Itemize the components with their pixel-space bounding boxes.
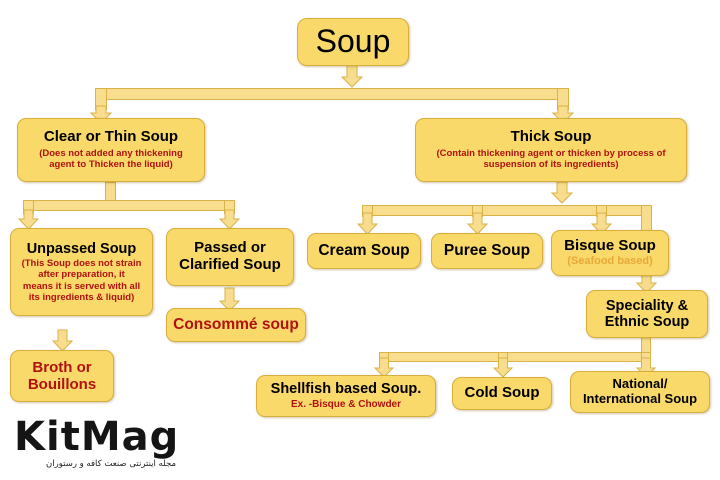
kitmag-tagline: مجله اینترنتی صنعت کافه و رستوران	[46, 459, 176, 469]
node-cold-soup-title: Cold Soup	[464, 384, 540, 402]
node-clear-or-thin-soup[interactable]: Clear or Thin Soup (Does not added any t…	[17, 118, 205, 182]
node-soup-title: Soup	[315, 23, 391, 60]
node-cold-soup[interactable]: Cold Soup	[452, 377, 552, 410]
node-cream-soup-title: Cream Soup	[318, 242, 410, 260]
node-passed-or-clarified-soup[interactable]: Passed or Clarified Soup	[166, 228, 294, 286]
node-thick-soup-title: Thick Soup	[510, 128, 592, 146]
node-unpassed-soup-note-4: its ingredients & liquid)	[28, 291, 135, 303]
node-consomme-soup[interactable]: Consommé soup	[166, 308, 306, 342]
node-speciality-ethnic-soup[interactable]: Speciality & Ethnic Soup	[586, 290, 708, 338]
node-national-international-soup-title-1: National/	[612, 376, 668, 392]
arrow-to-consomme	[218, 287, 241, 312]
arrow-to-cream	[356, 212, 379, 235]
kitmag-wordmark: KitMag	[14, 414, 180, 460]
node-consomme-soup-title: Consommé soup	[173, 316, 299, 334]
node-national-international-soup[interactable]: National/ International Soup	[570, 371, 710, 413]
node-shellfish-based-soup-note: Ex. -Bisque & Chowder	[290, 398, 401, 410]
node-thick-soup[interactable]: Thick Soup (Contain thickening agent or …	[415, 118, 687, 182]
arrow-to-cold	[492, 357, 514, 378]
node-unpassed-soup-note-3: means it is served with all	[22, 280, 141, 292]
connector-bar-level1	[95, 88, 569, 100]
node-clear-or-thin-soup-note-2: agent to Thicken the liquid)	[49, 159, 173, 171]
node-passed-or-clarified-soup-title-2: Clarified Soup	[179, 256, 281, 273]
arrow-to-puree	[466, 212, 489, 235]
node-soup[interactable]: Soup	[297, 18, 409, 66]
kitmag-logo: KitMag مجله اینترنتی صنعت کافه و رستوران	[14, 416, 204, 474]
node-unpassed-soup-note-1: (This Soup does not strain	[21, 258, 142, 270]
arrow-to-shellfish	[373, 357, 395, 378]
node-passed-or-clarified-soup-title-1: Passed or	[194, 239, 266, 257]
node-thick-soup-note-1: (Contain thickening agent or thicken by …	[436, 148, 666, 160]
node-bisque-soup-note: (Seafood based)	[567, 255, 653, 268]
arrow-soup-down	[340, 63, 364, 88]
arrow-to-unpassed	[17, 209, 40, 230]
connector-bar-speciality-children	[379, 352, 651, 362]
node-clear-or-thin-soup-note-1: (Does not added any thickening	[39, 148, 183, 160]
node-broth-or-bouillons[interactable]: Broth or Bouillons	[10, 350, 114, 402]
arrow-to-broth	[51, 329, 74, 352]
node-unpassed-soup-title: Unpassed Soup	[26, 240, 137, 257]
node-bisque-soup[interactable]: Bisque Soup (Seafood based)	[551, 230, 669, 276]
connector-stem-clear-thin-children	[105, 182, 116, 202]
arrow-to-bisque	[590, 212, 613, 235]
connector-stem-speciality-children	[641, 337, 651, 353]
node-shellfish-based-soup[interactable]: Shellfish based Soup. Ex. -Bisque & Chow…	[256, 375, 436, 417]
node-puree-soup-title: Puree Soup	[443, 242, 531, 260]
node-thick-soup-note-2: suspension of its ingredients)	[483, 159, 619, 171]
node-broth-or-bouillons-title-2: Bouillons	[27, 376, 97, 393]
node-speciality-ethnic-soup-title-2: Ethnic Soup	[604, 314, 690, 330]
connector-bar-clear-thin-children	[23, 200, 235, 211]
node-speciality-ethnic-soup-title-1: Speciality &	[605, 297, 689, 314]
node-shellfish-based-soup-title: Shellfish based Soup.	[270, 381, 422, 398]
arrow-to-passed	[218, 209, 241, 230]
node-puree-soup[interactable]: Puree Soup	[431, 233, 543, 269]
node-cream-soup[interactable]: Cream Soup	[307, 233, 421, 269]
node-bisque-soup-title: Bisque Soup	[564, 237, 656, 255]
arrow-thick-down	[550, 181, 574, 204]
node-clear-or-thin-soup-title: Clear or Thin Soup	[43, 128, 179, 146]
node-broth-or-bouillons-title-1: Broth or	[32, 358, 92, 376]
node-national-international-soup-title-2: International Soup	[582, 391, 698, 406]
node-unpassed-soup[interactable]: Unpassed Soup (This Soup does not strain…	[10, 228, 153, 316]
node-unpassed-soup-note-2: after preparation, it	[38, 269, 125, 281]
